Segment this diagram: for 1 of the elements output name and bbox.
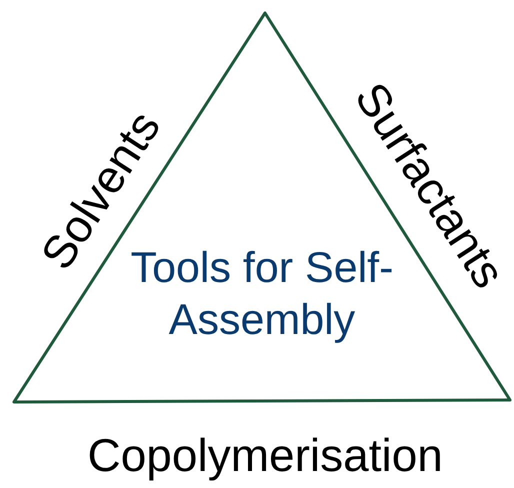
side-label: Copolymerisation (88, 429, 443, 481)
